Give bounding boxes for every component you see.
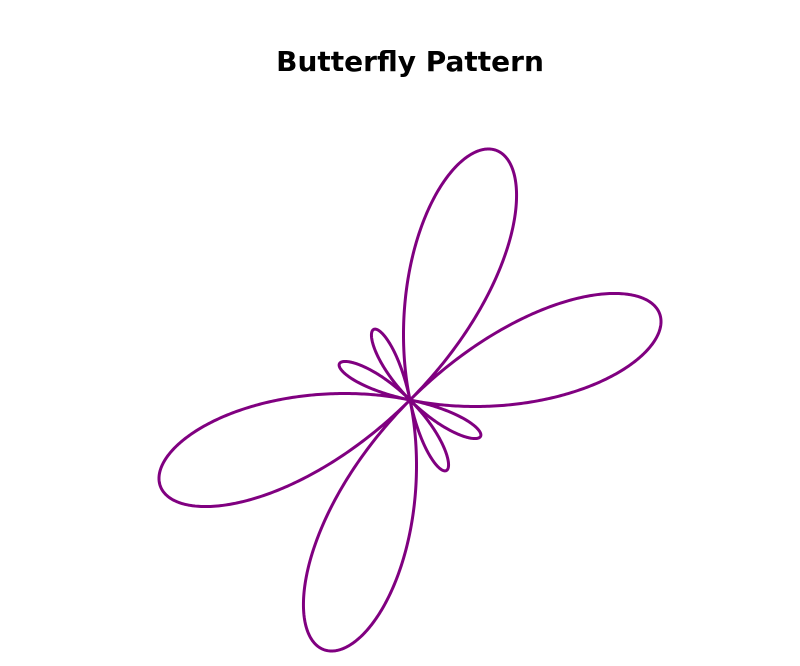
butterfly-curve — [157, 147, 663, 653]
chart-title: Butterfly Pattern — [276, 45, 544, 78]
